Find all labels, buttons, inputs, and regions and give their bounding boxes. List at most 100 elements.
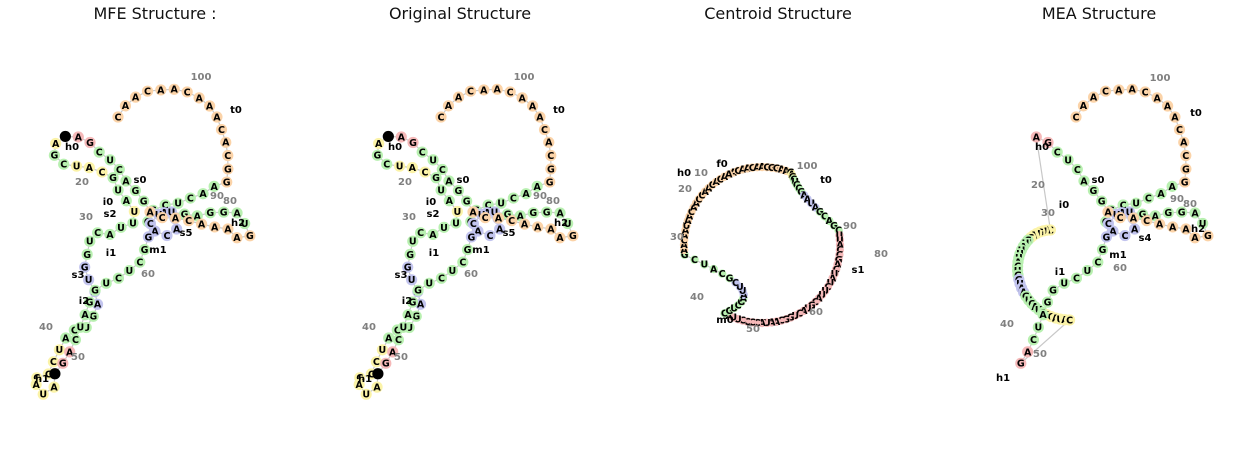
nucleotide-node xyxy=(1167,221,1179,233)
loop-label: s4 xyxy=(1139,233,1152,244)
position-number: 20 xyxy=(75,177,89,188)
nucleotide-letter: A xyxy=(122,176,130,187)
nucleotide-letter: A xyxy=(409,163,417,174)
nucleotide-letter: G xyxy=(89,312,97,323)
position-number: 20 xyxy=(678,184,692,195)
nucleotide-node xyxy=(467,218,479,230)
nucleotide-letter: G xyxy=(1182,164,1190,175)
nucleotide-letter: C xyxy=(1120,200,1127,211)
loop-label: h0 xyxy=(1035,142,1049,153)
nucleotide-node xyxy=(446,265,459,277)
nucleotide-node xyxy=(195,218,208,230)
nucleotide-letter: A xyxy=(1039,310,1047,321)
nucleotide-node xyxy=(382,130,394,143)
nucleotide-letter: C xyxy=(681,235,688,246)
nucleotide-letter: G xyxy=(432,173,440,184)
nucleotide-letter: G xyxy=(1139,210,1147,221)
nucleotide-letter: C xyxy=(51,369,58,380)
nucleotide-letter: C xyxy=(185,216,192,227)
nucleotide-node xyxy=(435,111,447,123)
nucleotide-node xyxy=(1153,218,1166,230)
nucleotide-node xyxy=(461,195,473,207)
nucleotide-node xyxy=(211,111,223,123)
nucleotide-letter: C xyxy=(541,125,548,136)
nucleotide-letter: A xyxy=(1109,226,1117,237)
nucleotide-letter: A xyxy=(529,101,537,112)
nucleotide-node xyxy=(506,215,518,227)
nucleotide-letter: C xyxy=(1145,193,1152,204)
nucleotide-letter: U xyxy=(86,237,94,248)
nucleotide-letter: U xyxy=(739,286,747,297)
nucleotide-node xyxy=(1102,206,1114,218)
nucleotide-node xyxy=(120,175,132,187)
nucleotide-node xyxy=(1087,184,1100,197)
nucleotide-node xyxy=(731,278,740,287)
nucleotide-node xyxy=(467,206,479,218)
nucleotide-letter: A xyxy=(66,347,74,358)
nucleotide-letter: G xyxy=(246,231,254,242)
nucleotide-letter: G xyxy=(773,164,781,175)
nucleotide-letter: G xyxy=(145,232,153,243)
nucleotide-letter: U xyxy=(168,207,176,218)
nucleotide-letter: C xyxy=(735,300,742,311)
nucleotide-node xyxy=(725,274,734,283)
position-number: 60 xyxy=(141,269,155,280)
nucleotide-letter: U xyxy=(1060,279,1068,290)
nucleotide-node xyxy=(83,274,95,286)
nucleotide-letter: U xyxy=(76,323,84,334)
loop-label: i0 xyxy=(1059,200,1069,211)
nucleotide-node xyxy=(494,223,506,235)
nucleotide-letter: A xyxy=(233,233,241,244)
nucleotide-node xyxy=(381,158,393,170)
nucleotide-node xyxy=(112,272,125,284)
nucleotide-node xyxy=(1051,146,1063,158)
nucleotide-letter: C xyxy=(485,200,492,211)
nucleotide-node xyxy=(1162,207,1174,219)
nucleotide-letter: A xyxy=(826,216,834,227)
nucleotide-letter: A xyxy=(1182,224,1190,235)
nucleotide-letter: G xyxy=(109,173,117,184)
nucleotide-letter: C xyxy=(385,132,392,143)
nucleotide-node xyxy=(113,163,125,176)
loop-label: s1 xyxy=(852,265,865,276)
nucleotide-node xyxy=(450,217,462,229)
nucleotide-letter: A xyxy=(782,166,790,177)
nucleotide-letter: C xyxy=(459,258,466,269)
nucleotide-letter: A xyxy=(445,176,453,187)
nucleotide-letter: A xyxy=(1152,211,1160,222)
nucleotide-letter: G xyxy=(406,250,414,261)
nucleotide-letter: A xyxy=(469,207,477,218)
loop-label: m1 xyxy=(472,245,489,256)
nucleotide-letter: C xyxy=(749,163,756,174)
nucleotide-letter: C xyxy=(71,325,78,336)
nucleotide-node xyxy=(1047,284,1059,296)
nucleotide-letter: C xyxy=(709,180,716,191)
loop-label: i1 xyxy=(106,248,116,259)
loop-label: i2 xyxy=(79,296,89,307)
nucleotide-letter: C xyxy=(1102,87,1109,98)
nucleotide-letter: C xyxy=(417,228,424,239)
nucleotide-letter: A xyxy=(692,198,700,209)
nucleotide-node xyxy=(1092,256,1104,268)
nucleotide-node xyxy=(1119,229,1131,242)
nucleotide-letter: A xyxy=(445,101,453,112)
nucleotide-letter: C xyxy=(1121,231,1128,242)
nucleotide-node xyxy=(129,91,142,103)
nucleotide-letter: A xyxy=(404,310,412,321)
nucleotide-letter: C xyxy=(159,213,166,224)
nucleotide-node xyxy=(83,162,95,174)
nucleotide-letter: A xyxy=(173,224,181,235)
nucleotide-node xyxy=(554,207,566,219)
nucleotide-letter: C xyxy=(115,112,122,123)
nucleotide-node xyxy=(209,221,221,233)
nucleotide-node xyxy=(112,111,124,123)
nucleotide-letter: A xyxy=(710,264,718,275)
nucleotide-node xyxy=(465,231,478,243)
nucleotide-node xyxy=(1078,175,1090,187)
nucleotide-letter: U xyxy=(491,207,499,218)
nucleotide-letter: G xyxy=(463,196,471,207)
nucleotide-node xyxy=(423,277,435,289)
loop-label: s0 xyxy=(457,175,470,186)
nucleotide-letter: G xyxy=(81,263,89,274)
nucleotide-letter: A xyxy=(739,165,747,176)
